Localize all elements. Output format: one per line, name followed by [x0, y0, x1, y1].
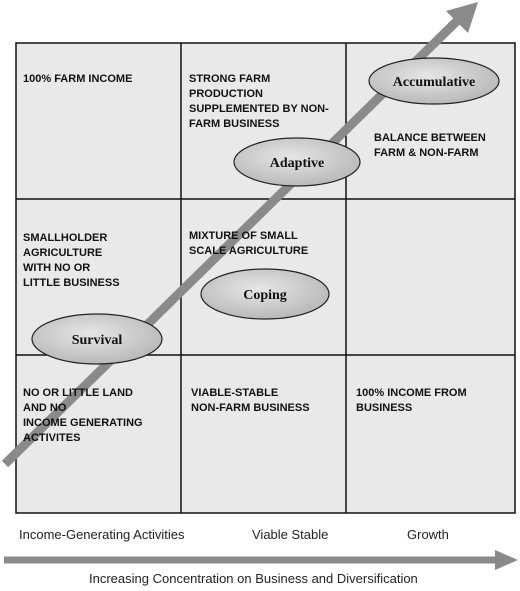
bottom-axis-head [495, 550, 518, 570]
stage-survival-label: Survival [72, 333, 123, 348]
stage-accumulative: Accumulative [368, 57, 500, 105]
column-label-income-generating: Income-Generating Activities [19, 527, 185, 542]
cell-top-right: BALANCE BETWEEN FARM & NON-FARM [374, 132, 486, 159]
stage-accumulative-label: Accumulative [393, 75, 475, 90]
cell-bot-left: NO OR LITTLE LAND AND NO INCOME GENERATI… [23, 387, 143, 444]
axis-caption: Increasing Concentration on Business and… [89, 571, 418, 586]
cell-top-left: 100% FARM INCOME [23, 73, 133, 85]
cell-mid-mid: MIXTURE OF SMALL SCALE AGRICULTURE [189, 230, 309, 257]
stage-survival: Survival [31, 313, 163, 365]
stage-coping: Coping [200, 268, 330, 320]
column-label-growth: Growth [407, 527, 449, 542]
column-label-viable-stable: Viable Stable [252, 527, 329, 542]
stage-adaptive-label: Adaptive [270, 156, 324, 171]
cell-mid-left: SMALLHOLDER AGRICULTURE WITH NO OR LITTL… [23, 232, 120, 289]
cell-top-mid: STRONG FARM PRODUCTION SUPPLEMENTED BY N… [189, 73, 329, 130]
stage-adaptive: Adaptive [233, 137, 361, 187]
stage-coping-label: Coping [243, 288, 287, 303]
diagonal-arrow-head [446, 2, 478, 33]
cell-bot-right: 100% INCOME FROM BUSINESS [356, 387, 467, 414]
cell-bot-mid: VIABLE-STABLE NON-FARM BUSINESS [191, 387, 310, 414]
